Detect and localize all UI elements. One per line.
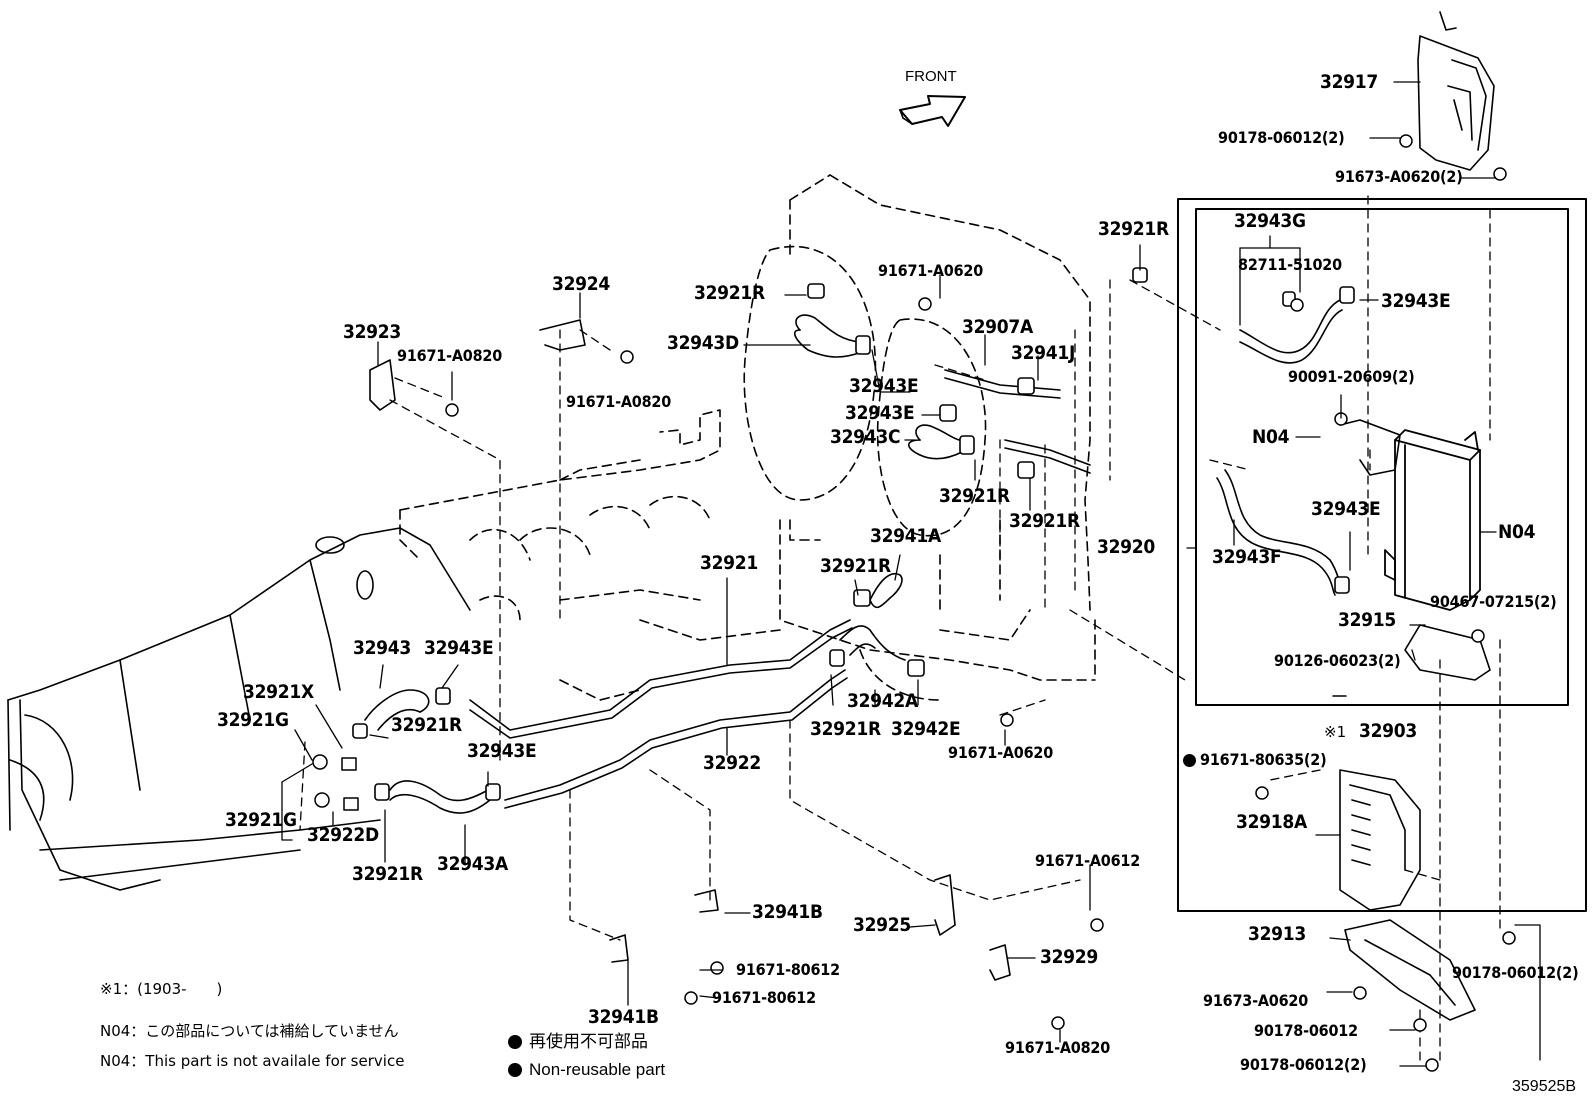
part-label-32941b[interactable]: 32941B: [752, 901, 823, 923]
fasteners: [445, 134, 1516, 1072]
part-label-91671-a0620[interactable]: 91671-A0620: [878, 261, 984, 280]
part-label-90178-06012-2[interactable]: 90178-06012(2): [1218, 128, 1345, 147]
part-label-32921x[interactable]: 32921X: [243, 681, 314, 703]
part-label-91671-80612[interactable]: 91671-80612: [736, 960, 840, 979]
assembly-box-cooler: [1195, 208, 1569, 706]
part-label-32921g[interactable]: 32921G: [225, 809, 297, 831]
part-label-32917[interactable]: 32917: [1320, 71, 1378, 93]
part-label-32943e[interactable]: 32943E: [845, 402, 915, 424]
leader-lines: [299, 195, 1501, 1061]
part-label-32921g[interactable]: 32921G: [217, 709, 289, 731]
part-label-32921r[interactable]: 32921R: [1009, 510, 1080, 532]
part-label-32923[interactable]: 32923: [343, 321, 401, 343]
fittings-left: [312, 754, 359, 811]
part-label-32903[interactable]: 32903: [1359, 720, 1417, 742]
part-label-32924[interactable]: 32924: [552, 273, 610, 295]
part-label-32943f[interactable]: 32943F: [1212, 546, 1282, 568]
part-label-32943c[interactable]: 32943C: [830, 426, 901, 448]
part-label-32922d[interactable]: 32922D: [307, 824, 379, 846]
part-label-32942a[interactable]: 32942A: [847, 690, 918, 712]
part-label-90467-07215-2[interactable]: 90467-07215(2): [1430, 592, 1557, 611]
part-label-32925[interactable]: 32925: [853, 914, 911, 936]
non-reusable-dot-icon: [1183, 754, 1196, 767]
part-label-n04[interactable]: N04: [1498, 521, 1536, 543]
label-leaders: [281, 81, 1541, 1067]
legend-non-reusable-en: Non-reusable part: [508, 1061, 665, 1078]
non-reusable-dot-icon: [508, 1035, 522, 1049]
brackets: [369, 319, 1491, 981]
clamps: [352, 267, 1355, 801]
part-label-32943e[interactable]: 32943E: [1311, 498, 1381, 520]
part-label-90126-06023-2[interactable]: 90126-06023(2): [1274, 651, 1401, 670]
part-label-32943e[interactable]: 32943E: [467, 740, 537, 762]
front-direction-label: FRONT: [905, 68, 957, 85]
part-label-n04[interactable]: N04: [1252, 426, 1290, 448]
part-label-32941j[interactable]: 32941J: [1011, 342, 1076, 364]
part-label-90178-06012[interactable]: 90178-06012: [1254, 1021, 1358, 1040]
part-label-32943a[interactable]: 32943A: [437, 853, 508, 875]
flywheel: [469, 245, 987, 701]
part-label-91671-a0820[interactable]: 91671-A0820: [397, 346, 503, 365]
part-label-32915[interactable]: 32915: [1338, 609, 1396, 631]
part-label-32943[interactable]: 32943: [353, 637, 411, 659]
part-label-32922[interactable]: 32922: [703, 752, 761, 774]
part-label-91671-a0820[interactable]: 91671-A0820: [1005, 1038, 1111, 1057]
part-label-32943e[interactable]: 32943E: [849, 375, 919, 397]
part-label-32941b[interactable]: 32941B: [588, 1006, 659, 1028]
front-arrow-icon: [899, 95, 966, 127]
engine-block: [399, 174, 1096, 701]
part-label-91673-a0620-2[interactable]: 91673-A0620(2): [1335, 167, 1463, 186]
part-label-32921r[interactable]: 32921R: [820, 555, 891, 577]
part-label-32929[interactable]: 32929: [1040, 946, 1098, 968]
part-label-32921r[interactable]: 32921R: [391, 714, 462, 736]
undercover-32913: [1344, 919, 1476, 1021]
part-label-91671-a0620[interactable]: 91671-A0620: [948, 743, 1054, 762]
cooler-pipes: [469, 369, 1091, 809]
legend-non-reusable-jp: 再使用不可部品: [508, 1033, 648, 1050]
part-label-82711-51020[interactable]: 82711-51020: [1238, 255, 1342, 274]
part-label-32921r[interactable]: 32921R: [352, 863, 423, 885]
part-label-32921r[interactable]: 32921R: [694, 282, 765, 304]
part-label-32921r[interactable]: 32921R: [810, 718, 881, 740]
hoses: [364, 299, 1346, 814]
part-label-32941a[interactable]: 32941A: [870, 525, 941, 547]
part-label-91671-80612[interactable]: 91671-80612: [712, 988, 816, 1007]
non-reusable-dot-icon: [508, 1063, 522, 1077]
assembly-box-32920: [1177, 198, 1587, 912]
model-mark-1: ※1: [1324, 723, 1347, 741]
note-n04-japanese: N04：この部品については補給していません: [100, 1022, 399, 1040]
part-label-91671-80635-2[interactable]: 91671-80635(2): [1183, 752, 1327, 768]
part-label-32913[interactable]: 32913: [1248, 923, 1306, 945]
part-label-32921r[interactable]: 32921R: [1098, 218, 1169, 240]
transmission: [7, 527, 471, 891]
part-label-32918a[interactable]: 32918A: [1236, 811, 1307, 833]
note-n04-english: N04：This part is not availale for servic…: [100, 1052, 405, 1070]
part-label-91673-a0620[interactable]: 91673-A0620: [1203, 991, 1309, 1010]
part-label-32943e[interactable]: 32943E: [1381, 290, 1451, 312]
part-label-32942e[interactable]: 32942E: [891, 718, 961, 740]
oil-cooler-n04: [1384, 429, 1481, 611]
part-label-91671-a0612[interactable]: 91671-A0612: [1035, 851, 1141, 870]
part-label-90091-20609-2[interactable]: 90091-20609(2): [1288, 367, 1415, 386]
duct-32917: [1417, 11, 1495, 171]
part-label-32921r[interactable]: 32921R: [939, 485, 1010, 507]
figure-id: 359525B: [1512, 1078, 1577, 1095]
part-label-32943g[interactable]: 32943G: [1234, 210, 1306, 232]
part-label-32943e[interactable]: 32943E: [424, 637, 494, 659]
part-label-32921[interactable]: 32921: [700, 552, 758, 574]
part-label-32907a[interactable]: 32907A: [962, 316, 1033, 338]
part-label-90178-06012-2[interactable]: 90178-06012(2): [1452, 963, 1579, 982]
part-label-32943d[interactable]: 32943D: [667, 332, 739, 354]
part-label-32920[interactable]: 32920: [1097, 536, 1155, 558]
shroud-32918a: [1339, 769, 1421, 911]
part-label-91671-a0820[interactable]: 91671-A0820: [566, 392, 672, 411]
part-label-90178-06012-2[interactable]: 90178-06012(2): [1240, 1055, 1367, 1074]
note-model-range: ※1：(1903- ): [100, 980, 223, 998]
